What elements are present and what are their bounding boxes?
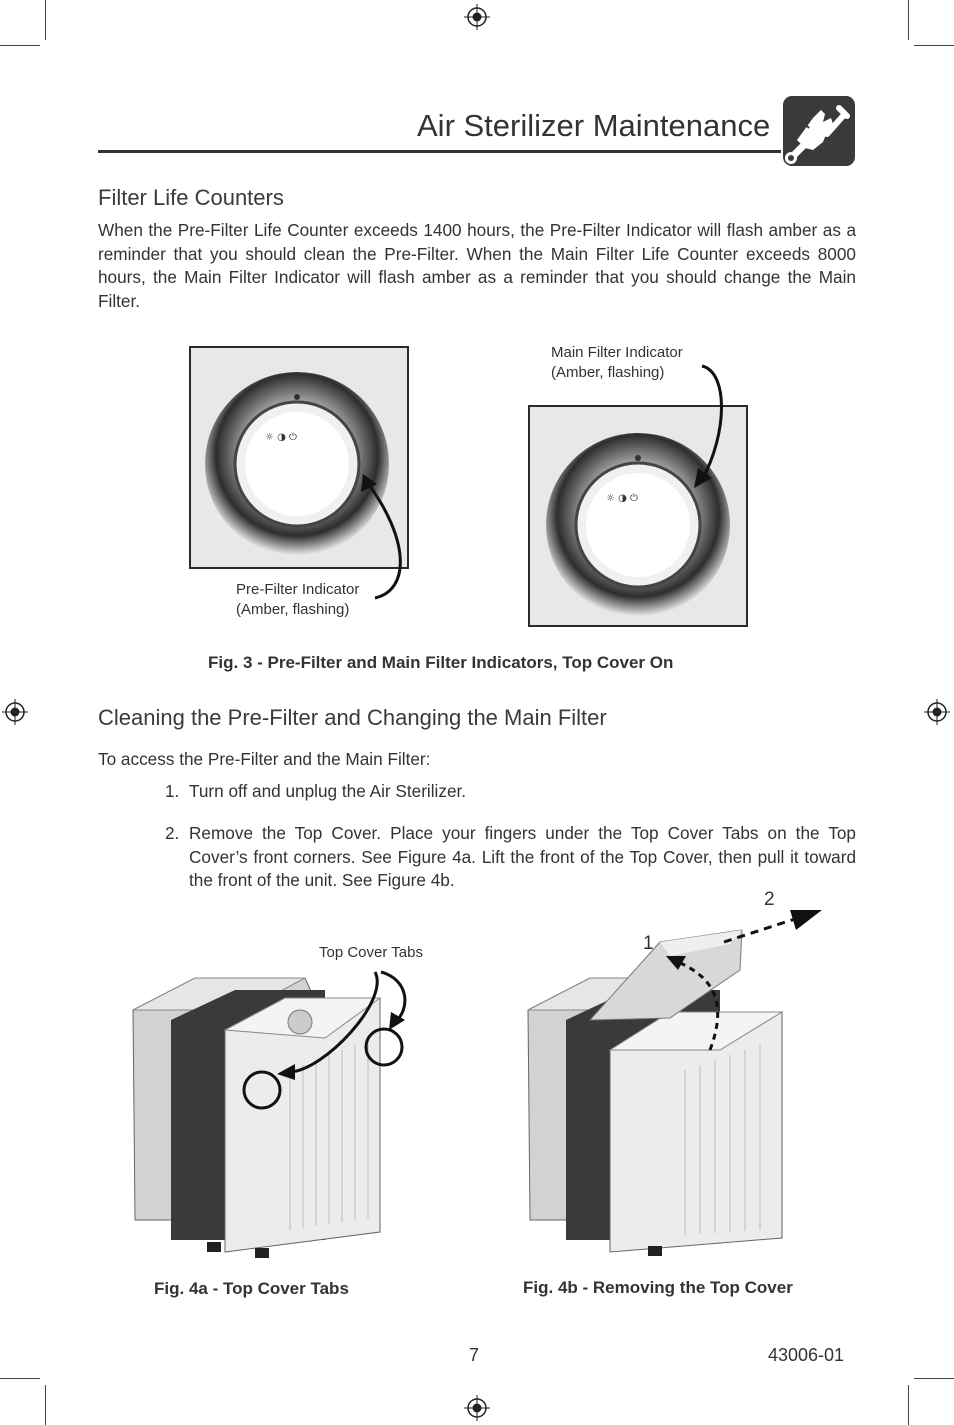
access-intro: To access the Pre-Filter and the Main Fi…	[98, 749, 431, 769]
fig4b-step-1-label: 1	[643, 933, 654, 954]
step-number: 2.	[165, 823, 180, 843]
step-text: Remove the Top Cover. Place your fingers…	[189, 823, 856, 890]
svg-text:☼ ◑ ⏻: ☼ ◑ ⏻	[606, 493, 638, 504]
fig4a-caption: Fig. 4a - Top Cover Tabs	[154, 1279, 349, 1298]
registration-mark-icon	[464, 4, 490, 30]
registration-mark-icon	[464, 1395, 490, 1421]
section-heading-filter-life: Filter Life Counters	[98, 185, 284, 210]
main-filter-label: Main Filter Indicator (Amber, flashing)	[551, 344, 683, 381]
fig4b-step-2-label: 2	[764, 889, 775, 910]
step-2: 2. Remove the Top Cover. Place your fing…	[165, 822, 857, 894]
step-number: 1.	[165, 781, 180, 801]
fig3-caption: Fig. 3 - Pre-Filter and Main Filter Indi…	[208, 653, 674, 672]
page-title: Air Sterilizer Maintenance	[417, 108, 771, 143]
title-rule	[98, 150, 781, 153]
prefilter-arrow	[361, 474, 402, 600]
crop-mark	[45, 1385, 46, 1425]
wrench-hand-icon	[783, 96, 855, 166]
crop-mark	[0, 45, 40, 46]
crop-mark	[908, 1385, 909, 1425]
crop-mark	[45, 0, 46, 40]
prefilter-label: Pre-Filter Indicator (Amber, flashing)	[236, 581, 360, 618]
filter-life-paragraph: When the Pre-Filter Life Counter exceeds…	[98, 220, 856, 311]
crop-mark	[0, 1378, 40, 1379]
crop-mark	[908, 0, 909, 40]
document-number: 43006-01	[768, 1345, 845, 1365]
main-filter-arrow	[694, 364, 723, 488]
step-1: 1. Turn off and unplug the Air Sterilize…	[165, 780, 857, 804]
section-heading-cleaning: Cleaning the Pre-Filter and Changing the…	[98, 705, 607, 730]
top-cover-tabs-label: Top Cover Tabs	[319, 944, 423, 961]
crop-mark	[914, 45, 954, 46]
registration-mark-icon	[2, 699, 28, 725]
fig4a-illustration	[132, 970, 407, 1258]
prefilter-indicator-photo: ☼ ◑ ⏻	[189, 346, 409, 569]
svg-text:☼ ◑ ⏻: ☼ ◑ ⏻	[265, 432, 297, 443]
step-text: Turn off and unplug the Air Sterilizer.	[189, 781, 467, 801]
crop-mark	[914, 1378, 954, 1379]
fig4b-caption: Fig. 4b - Removing the Top Cover	[523, 1278, 793, 1297]
registration-mark-icon	[924, 699, 950, 725]
main-filter-indicator-photo: ☼ ◑ ⏻	[528, 405, 748, 627]
fig4b-illustration	[527, 910, 822, 1256]
page-number: 7	[469, 1345, 480, 1365]
